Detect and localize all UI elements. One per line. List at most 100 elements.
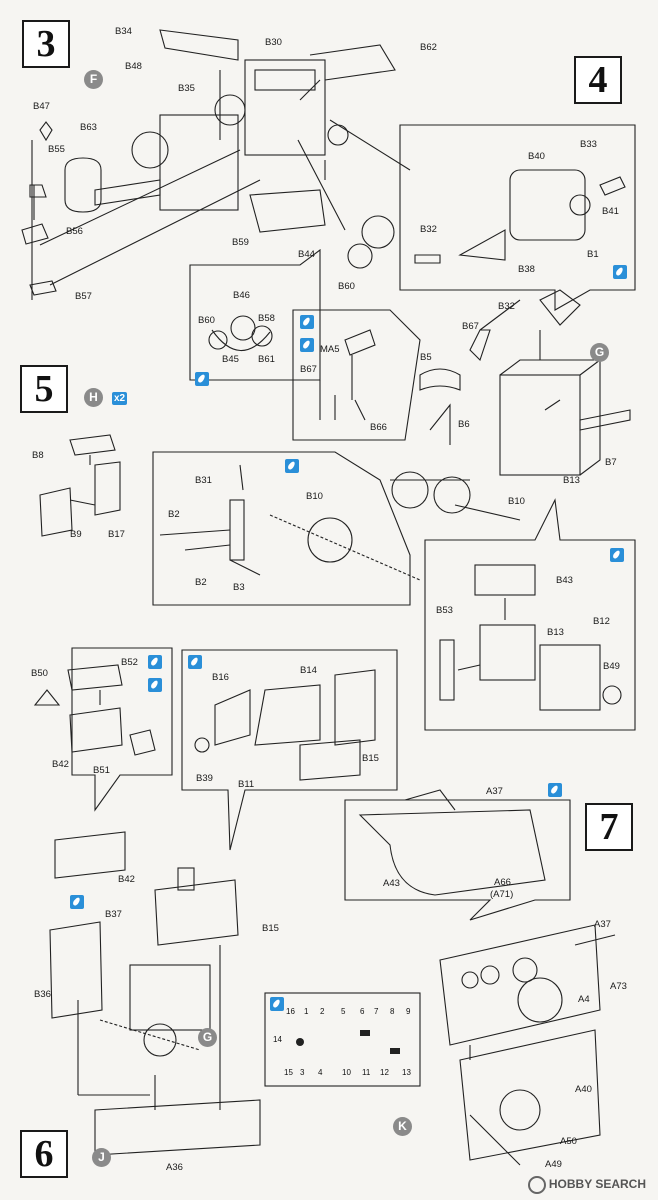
part-label: B10 bbox=[508, 496, 525, 507]
part-label: B52 bbox=[121, 657, 138, 668]
part-label: B14 bbox=[300, 665, 317, 676]
part-label: B55 bbox=[48, 144, 65, 155]
glue-icon bbox=[613, 265, 627, 279]
part-a36 bbox=[94, 1099, 261, 1156]
subassembly-marker: K bbox=[393, 1117, 412, 1136]
part-label: B58 bbox=[258, 313, 275, 324]
part-label: B47 bbox=[33, 101, 50, 112]
part-label: B5 bbox=[420, 352, 432, 363]
subassembly-marker: J bbox=[92, 1148, 111, 1167]
part-a50 bbox=[469, 1045, 521, 1166]
part-b37 bbox=[49, 921, 103, 1019]
part-b12 bbox=[539, 644, 601, 711]
part-label: B36 bbox=[34, 989, 51, 1000]
part-label: B53 bbox=[436, 605, 453, 616]
decal-number: 16 bbox=[286, 1007, 295, 1016]
step-number: 4 bbox=[574, 56, 622, 104]
detail-b42-box bbox=[71, 647, 173, 812]
part-label: B51 bbox=[93, 765, 110, 776]
detail-b40-box bbox=[399, 124, 636, 311]
part-b5 bbox=[419, 368, 461, 391]
part-label: B42 bbox=[118, 874, 135, 885]
part-label: B7 bbox=[605, 457, 617, 468]
part-b60 bbox=[347, 243, 373, 269]
part-a37-2 bbox=[439, 924, 601, 1046]
part-label: MA5 bbox=[320, 344, 340, 355]
glue-icon bbox=[188, 655, 202, 669]
part-label: B67 bbox=[300, 364, 317, 375]
part-b55 bbox=[29, 184, 47, 198]
quantity-badge: x2 bbox=[112, 392, 128, 405]
part-b13 bbox=[499, 374, 581, 476]
part-b47 bbox=[39, 121, 53, 142]
part-label: B12 bbox=[593, 616, 610, 627]
part-b62 bbox=[309, 44, 396, 81]
part-b57 bbox=[29, 280, 57, 296]
part-label: A43 bbox=[383, 878, 400, 889]
part-label: B32 bbox=[420, 224, 437, 235]
watermark-text: HOBBY SEARCH bbox=[548, 1177, 646, 1192]
part-label: B63 bbox=[80, 122, 97, 133]
part-label: B16 bbox=[212, 672, 229, 683]
part-label: B67 bbox=[462, 321, 479, 332]
part-label: A40 bbox=[575, 1084, 592, 1095]
glue-icon bbox=[548, 783, 562, 797]
decal-number: 1 bbox=[304, 1007, 309, 1016]
subassembly-marker: H bbox=[84, 388, 103, 407]
decal-number: 12 bbox=[380, 1068, 389, 1077]
part-b38 bbox=[458, 229, 506, 261]
part-label: B32 bbox=[498, 301, 515, 312]
part-label: B10 bbox=[306, 491, 323, 502]
part-b7 bbox=[579, 409, 631, 431]
part-label: B15 bbox=[362, 753, 379, 764]
glue-icon bbox=[285, 459, 299, 473]
part-label: B42 bbox=[52, 759, 69, 770]
glue-icon bbox=[610, 548, 624, 562]
part-label: A4 bbox=[578, 994, 590, 1005]
glue-icon bbox=[70, 895, 84, 909]
part-b53 bbox=[439, 639, 455, 701]
part-label: B6 bbox=[458, 419, 470, 430]
part-label: B61 bbox=[258, 354, 275, 365]
part-label: B39 bbox=[196, 773, 213, 784]
part-b13-2 bbox=[479, 624, 536, 681]
part-b50 bbox=[33, 689, 61, 706]
part-b67 bbox=[469, 329, 491, 362]
decal-number: 4 bbox=[318, 1068, 323, 1077]
hobby-search-logo-icon bbox=[527, 1176, 546, 1194]
detail-a37-box bbox=[344, 799, 571, 921]
part-b9 bbox=[39, 487, 73, 537]
part-label: B40 bbox=[528, 151, 545, 162]
part-label: (A71) bbox=[490, 889, 514, 900]
part-b44 bbox=[361, 215, 395, 249]
decal-number: 13 bbox=[402, 1068, 411, 1077]
part-label: B49 bbox=[603, 661, 620, 672]
part-a73 bbox=[574, 934, 616, 946]
part-label: B31 bbox=[195, 475, 212, 486]
part-label: B33 bbox=[580, 139, 597, 150]
part-label: B62 bbox=[420, 42, 437, 53]
watermark: HOBBY SEARCH bbox=[527, 1176, 646, 1194]
part-label: B3 bbox=[233, 582, 245, 593]
step-number: 7 bbox=[585, 803, 633, 851]
part-label: B48 bbox=[125, 61, 142, 72]
part-b15 bbox=[299, 739, 361, 781]
detail-ma5-box bbox=[292, 309, 421, 441]
part-label: A50 bbox=[560, 1136, 577, 1147]
part-b32 bbox=[414, 254, 441, 264]
decal-number: 5 bbox=[341, 1007, 346, 1016]
part-b16 bbox=[214, 689, 251, 746]
subassembly-marker: F bbox=[84, 70, 103, 89]
part-label: B1 bbox=[587, 249, 599, 260]
part-b39 bbox=[194, 737, 210, 753]
part-a4 bbox=[517, 977, 563, 1023]
decal-number: 7 bbox=[374, 1007, 379, 1016]
glue-icon bbox=[195, 372, 209, 386]
part-label: A73 bbox=[610, 981, 627, 992]
glue-icon bbox=[148, 678, 162, 692]
assembly-g bbox=[129, 964, 211, 1031]
part-b43 bbox=[474, 564, 536, 596]
part-b49 bbox=[602, 685, 622, 705]
decal-number: 11 bbox=[362, 1068, 371, 1077]
